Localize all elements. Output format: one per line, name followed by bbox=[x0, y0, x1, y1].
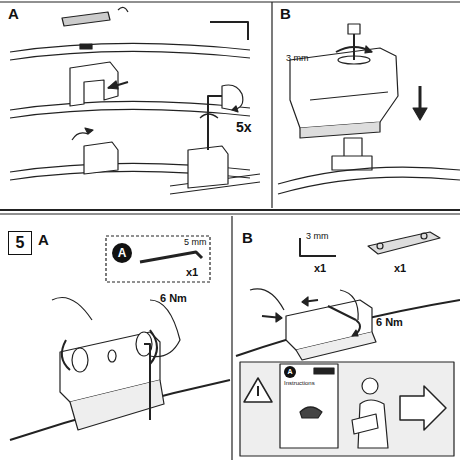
quantity: x1 bbox=[186, 266, 198, 278]
step-number-box: 5 bbox=[8, 231, 32, 255]
tool-badge: A bbox=[112, 243, 132, 263]
torque-value: 6 Nm bbox=[160, 292, 187, 304]
quantity: x1 bbox=[394, 262, 406, 274]
panel-letter: A bbox=[38, 232, 49, 249]
panel-letter: B bbox=[280, 6, 291, 23]
torque-value: 6 Nm bbox=[376, 316, 403, 328]
tool-size: 3 mm bbox=[306, 232, 329, 242]
repeat-count: 5x bbox=[236, 120, 252, 135]
quantity: x1 bbox=[314, 262, 326, 274]
booklet-text: Instructions bbox=[284, 380, 315, 387]
tool-badge: A bbox=[284, 366, 296, 378]
tool-size: 5 mm bbox=[184, 238, 207, 248]
tool-size: 3 mm bbox=[286, 54, 309, 64]
panel-letter: B bbox=[242, 230, 253, 247]
panel-letter: A bbox=[8, 6, 19, 23]
step-number: 5 bbox=[16, 234, 25, 252]
